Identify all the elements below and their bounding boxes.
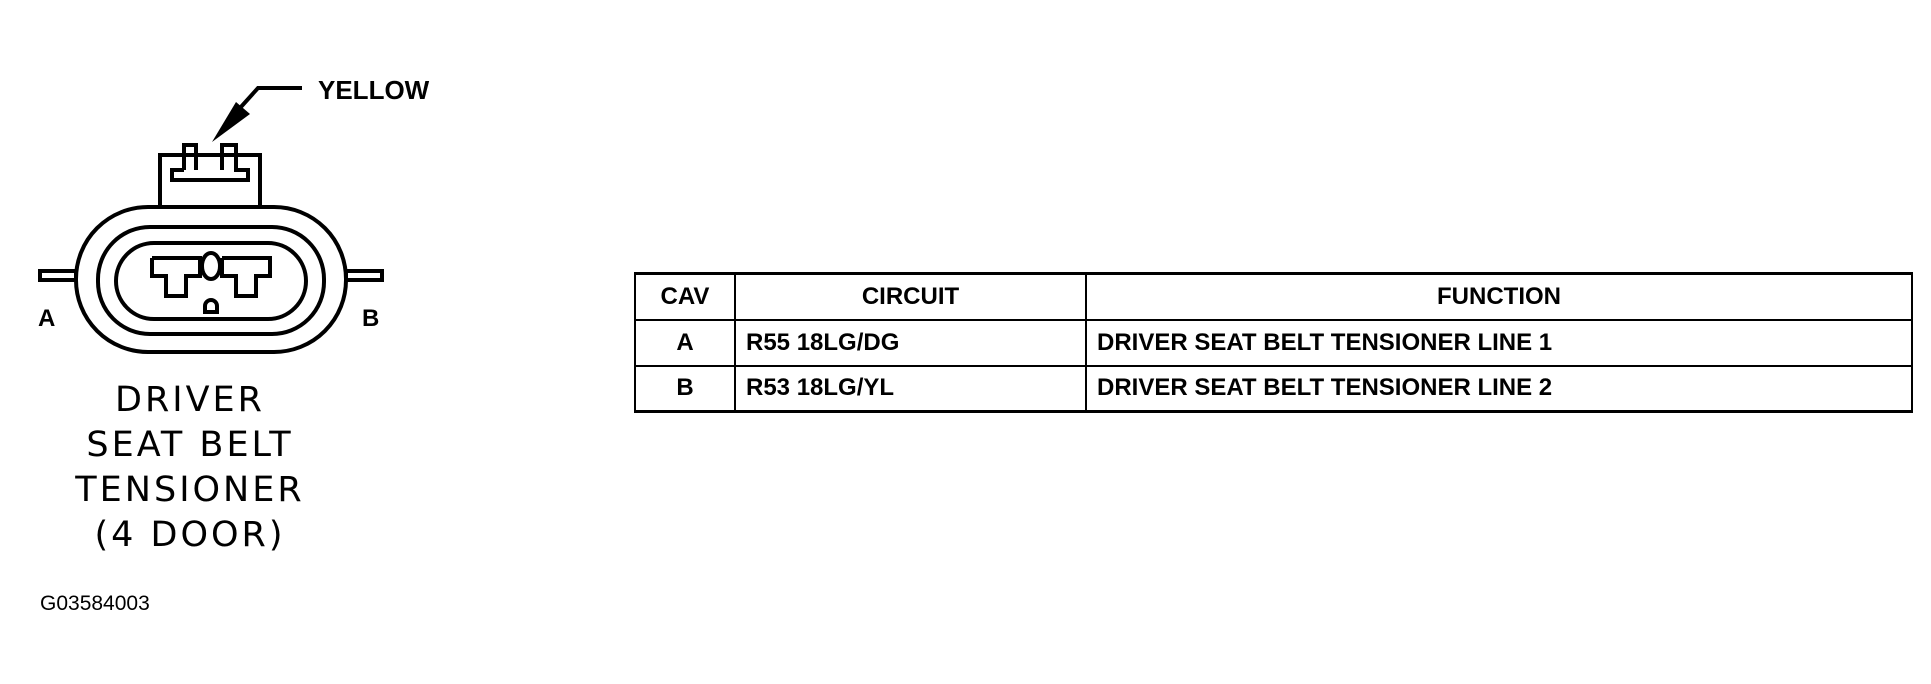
connector-title: DRIVER SEAT BELT TENSIONER (4 DOOR) (40, 378, 340, 558)
cell-cav: A (634, 318, 736, 367)
connector-title-line: DRIVER (115, 380, 265, 420)
table-row: B R53 18LG/YL DRIVER SEAT BELT TENSIONER… (634, 364, 1913, 413)
cell-function: DRIVER SEAT BELT TENSIONER LINE 2 (1085, 364, 1913, 413)
terminal-a (150, 256, 202, 298)
table-header-row: CAV CIRCUIT FUNCTION (634, 272, 1913, 321)
header-circuit: CIRCUIT (734, 272, 1087, 321)
connector-housing (38, 143, 384, 354)
header-cav: CAV (634, 272, 736, 321)
cell-circuit: R55 18LG/DG (734, 318, 1087, 367)
connector-title-line: (4 DOOR) (94, 515, 286, 555)
cavity-b-label: B (362, 305, 379, 332)
cell-circuit: R53 18LG/YL (734, 364, 1087, 413)
wire-color-label: YELLOW (318, 75, 430, 105)
table-row: A R55 18LG/DG DRIVER SEAT BELT TENSIONER… (634, 318, 1913, 367)
connector-title-line: TENSIONER (75, 470, 305, 510)
figure-id: G03584003 (40, 592, 150, 615)
cell-function: DRIVER SEAT BELT TENSIONER LINE 1 (1085, 318, 1913, 367)
wire-color-leader-arrow (212, 86, 302, 142)
cavity-a-label: A (38, 305, 55, 332)
terminal-b (220, 256, 272, 298)
keyway (200, 251, 222, 314)
pinout-table: CAV CIRCUIT FUNCTION A R55 18LG/DG DRIVE… (634, 272, 1913, 413)
cell-cav: B (634, 364, 736, 413)
header-function: FUNCTION (1085, 272, 1913, 321)
connector-title-line: SEAT BELT (86, 425, 294, 465)
